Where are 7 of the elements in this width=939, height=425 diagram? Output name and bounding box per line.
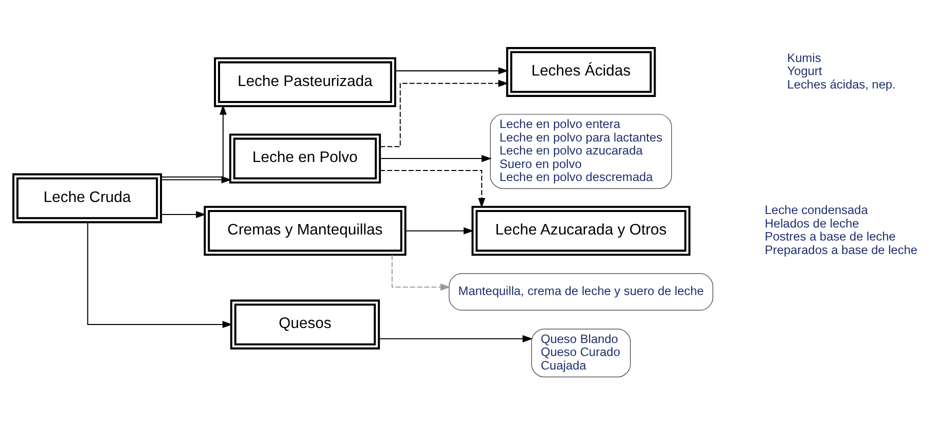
node-label: Yogurt [786, 64, 822, 78]
node-label: Helados de leche [764, 216, 859, 230]
node-label: Leches ácidas, nep. [786, 77, 896, 92]
node-label: Kumis [786, 50, 821, 65]
node-label: Postres a base de leche [764, 230, 896, 244]
node-label: Leche condensada [764, 203, 868, 218]
node-label: Preparados a base de leche [764, 242, 917, 257]
